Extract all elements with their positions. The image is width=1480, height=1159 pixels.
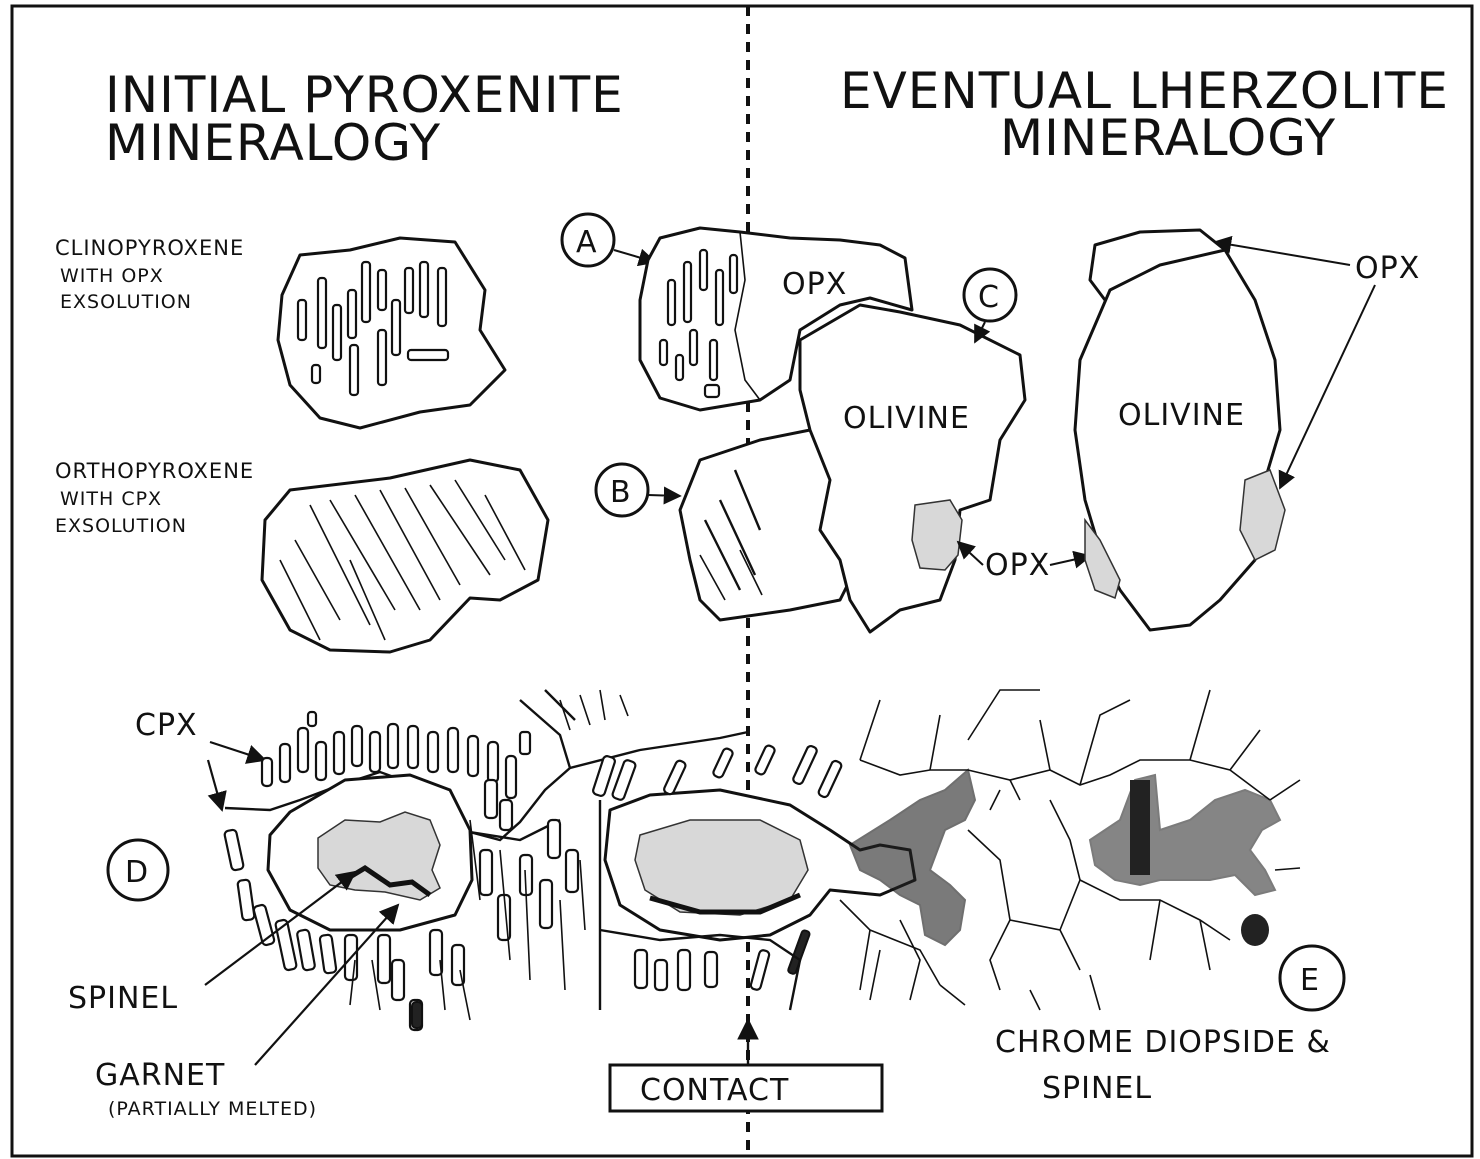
- cpx-label-line3: EXSOLUTION: [60, 291, 192, 313]
- opx-label-line1: ORTHOPYROXENE: [55, 459, 254, 483]
- opx-a-label: OPX: [782, 267, 847, 302]
- cpx-label-line2: WITH OPX: [60, 265, 164, 287]
- spinel-dark-bar: [1130, 780, 1150, 875]
- olivine-center-label: OLIVINE: [843, 401, 970, 436]
- opx-label-line2: WITH CPX: [60, 488, 162, 510]
- spinel-dark-dot: [1241, 914, 1269, 946]
- arrow-b: [648, 495, 680, 496]
- arrow-opx-bottom-right: [1050, 556, 1090, 565]
- marker-c-label: C: [978, 280, 1000, 315]
- arrow-opx-bottom-left: [958, 542, 983, 565]
- spinel-dark-center-right: [850, 770, 975, 945]
- heading-right-line2: MINERALOGY: [1000, 109, 1336, 167]
- garnet-label-line2: (PARTIALLY MELTED): [108, 1098, 317, 1120]
- arrow-cpx-2: [208, 760, 222, 810]
- marker-a-label: A: [576, 225, 598, 260]
- chrome-label-line1: CHROME DIOPSIDE &: [995, 1025, 1331, 1060]
- heading-left-line2: MINERALOGY: [105, 114, 441, 172]
- spinel-left-label: SPINEL: [68, 981, 178, 1016]
- arrow-cpx-1: [210, 742, 265, 760]
- opx-label-line3: EXSOLUTION: [55, 515, 187, 537]
- olivine-right-label: OLIVINE: [1118, 398, 1245, 433]
- marker-e-label: E: [1300, 963, 1320, 998]
- opx-bottom-label: OPX: [985, 548, 1050, 583]
- cpx-bottom-label: CPX: [135, 708, 198, 743]
- spinel-dark-right: [1090, 775, 1280, 895]
- marker-d-label: D: [125, 855, 149, 890]
- opx-right-label: OPX: [1355, 251, 1420, 286]
- arrow-opx-right-top: [1215, 242, 1350, 265]
- contact-label: CONTACT: [640, 1073, 789, 1108]
- marker-b-label: B: [610, 475, 632, 510]
- cpx-label-line1: CLINOPYROXENE: [55, 236, 244, 260]
- chrome-label-line2: SPINEL: [1042, 1071, 1152, 1106]
- arrow-opx-right-side: [1280, 285, 1375, 488]
- garnet-label-line1: GARNET: [95, 1058, 225, 1093]
- opx-small-grain-center: [912, 500, 962, 570]
